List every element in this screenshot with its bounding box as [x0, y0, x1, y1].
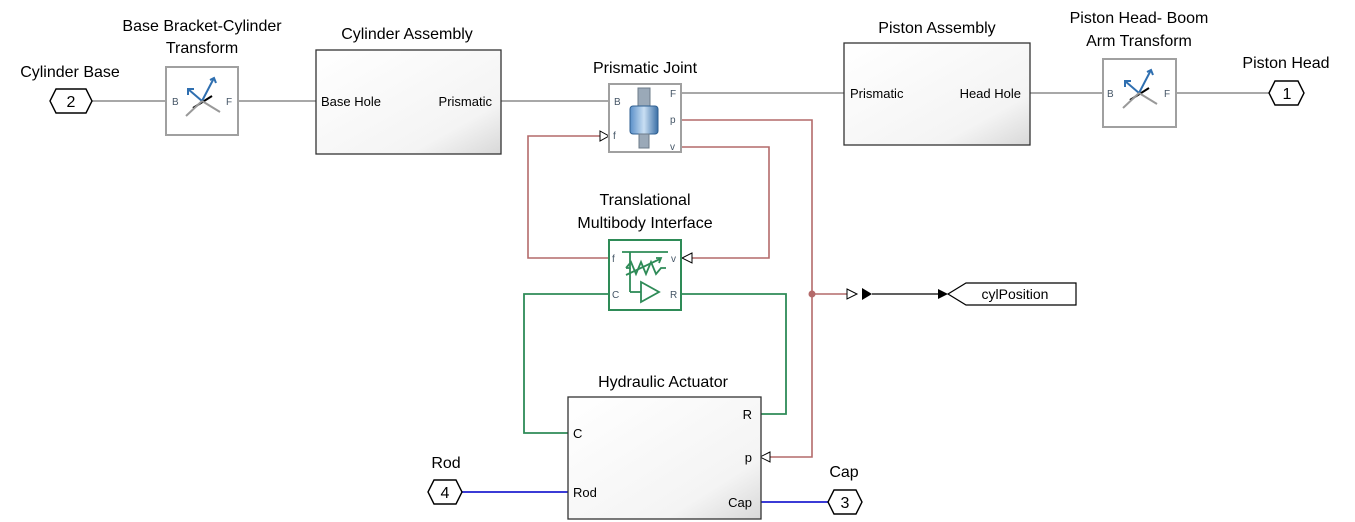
actuator-port-cap: Cap: [728, 495, 752, 510]
piston-port-prismatic: Prismatic: [850, 86, 904, 101]
hydraulic-actuator-title: Hydraulic Actuator: [598, 374, 729, 391]
prismatic-joint-icon: [629, 87, 659, 149]
goto-tag: cylPosition: [982, 286, 1049, 302]
arrow-interface-v: [680, 252, 693, 264]
base-transform-port-b: B: [172, 97, 179, 108]
block-piston-assembly[interactable]: Piston Assembly Prismatic Head Hole: [843, 20, 1031, 146]
actuator-port-p: p: [745, 450, 752, 465]
base-transform-title-1: Base Bracket-Cylinder: [122, 18, 282, 35]
arrow-actuator-p: [758, 451, 771, 463]
block-cylinder-assembly[interactable]: Cylinder Assembly Base Hole Prismatic: [315, 26, 502, 155]
block-base-transform[interactable]: Base Bracket-Cylinder Transform B F: [122, 18, 282, 136]
interface-title-2: Multibody Interface: [577, 215, 712, 232]
goto-cylposition[interactable]: cylPosition: [946, 282, 1077, 306]
wire-force-signal[interactable]: [527, 135, 609, 259]
prismatic-port-f-top: F: [670, 89, 676, 100]
piston-transform-port-f: F: [1164, 89, 1170, 100]
base-transform-title-2: Transform: [166, 40, 238, 57]
piston-transform-title-1: Piston Head- Boom: [1070, 10, 1209, 27]
arrow-goto: [938, 289, 948, 299]
port-cap-label: Cap: [829, 464, 858, 481]
port-cylinder-base-label: Cylinder Base: [20, 64, 120, 81]
cylinder-port-base-hole: Base Hole: [321, 94, 381, 109]
block-piston-transform[interactable]: Piston Head- Boom Arm Transform B F: [1070, 10, 1209, 128]
interface-port-c: C: [612, 290, 619, 301]
port-rod-label: Rod: [431, 455, 460, 472]
interface-port-r: R: [670, 290, 677, 301]
piston-transform-title-2: Arm Transform: [1086, 33, 1192, 50]
port-piston-head[interactable]: Piston Head 1: [1242, 55, 1330, 106]
wire-position-signal[interactable]: [681, 119, 813, 458]
interface-port-v: v: [671, 254, 676, 265]
block-hydraulic-actuator[interactable]: Hydraulic Actuator C R p Rod Cap: [567, 374, 762, 520]
wire-velocity-signal[interactable]: [681, 146, 770, 259]
actuator-port-c: C: [573, 426, 582, 441]
block-translational-interface[interactable]: Translational Multibody Interface f v C …: [577, 192, 713, 311]
port-cylinder-base-number: 2: [67, 94, 76, 111]
frame-transform-icon: [185, 76, 221, 117]
interface-title-1: Translational: [599, 192, 690, 209]
prismatic-port-v: v: [670, 142, 675, 153]
actuator-port-r: R: [743, 407, 752, 422]
block-prismatic-joint[interactable]: Prismatic Joint B F p f v: [593, 60, 698, 153]
port-rod-number: 4: [441, 485, 450, 502]
frame-transform-icon-2: [1122, 68, 1158, 109]
port-piston-head-number: 1: [1283, 86, 1292, 103]
interface-port-f: f: [612, 254, 615, 265]
port-rod[interactable]: Rod 4: [427, 455, 463, 505]
port-cap-number: 3: [841, 495, 850, 512]
actuator-port-rod: Rod: [573, 485, 597, 500]
prismatic-port-f-left: f: [613, 131, 616, 142]
piston-port-head-hole: Head Hole: [960, 86, 1021, 101]
port-piston-head-label: Piston Head: [1242, 55, 1329, 72]
prismatic-joint-title: Prismatic Joint: [593, 60, 698, 77]
port-cylinder-base[interactable]: Cylinder Base 2: [20, 64, 120, 114]
spring-damper-icon: [622, 251, 668, 304]
port-cap[interactable]: Cap 3: [827, 464, 863, 515]
prismatic-port-b: B: [614, 97, 621, 108]
wire-hydraulic-r[interactable]: [681, 293, 787, 415]
base-transform-port-f: F: [226, 97, 232, 108]
arrow-joint-f: [599, 130, 611, 142]
converter-output-arrow: [862, 288, 872, 300]
piston-assembly-title: Piston Assembly: [878, 20, 995, 37]
prismatic-port-p: p: [670, 115, 676, 126]
piston-transform-port-b: B: [1107, 89, 1114, 100]
cylinder-port-prismatic: Prismatic: [439, 94, 493, 109]
converter-input-arrow: [846, 288, 859, 300]
branch-point: [808, 290, 816, 298]
wire-hydraulic-c[interactable]: [523, 293, 609, 434]
wires: [92, 92, 1269, 503]
cylinder-assembly-title: Cylinder Assembly: [341, 26, 473, 43]
